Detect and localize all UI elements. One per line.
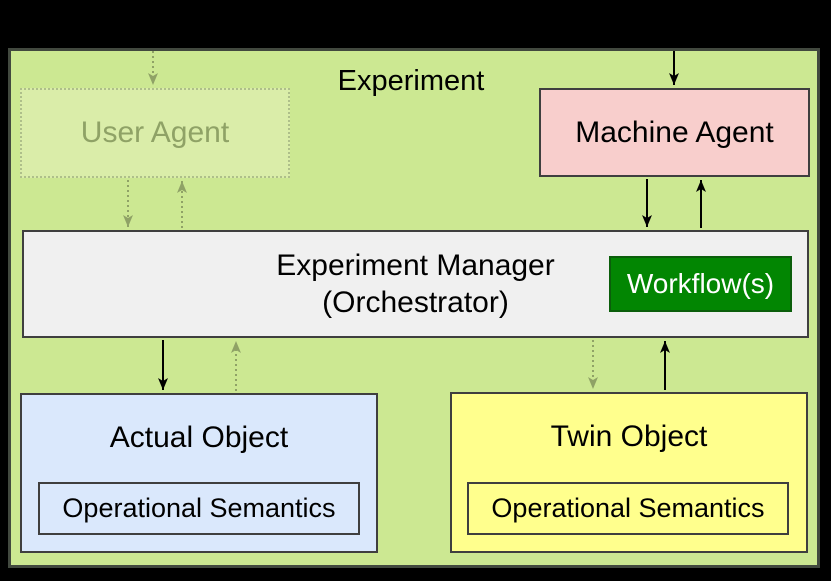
- node-experiment-manager: Experiment Manager (Orchestrator) Workfl…: [22, 230, 809, 338]
- node-twin-object: Twin Object Operational Semantics: [450, 392, 808, 553]
- experiment-manager-label: Experiment Manager (Orchestrator): [276, 247, 554, 321]
- node-user-agent: User Agent: [20, 88, 290, 178]
- experiment-title: Experiment: [337, 65, 485, 97]
- machine-agent-label: Machine Agent: [575, 115, 774, 149]
- experiment-manager-label-line2: (Orchestrator): [322, 286, 509, 319]
- twin-object-label: Twin Object: [550, 420, 708, 453]
- node-actual-operational-semantics: Operational Semantics: [38, 482, 360, 535]
- user-agent-label: User Agent: [80, 116, 230, 149]
- workflow-label: Workflow(s): [626, 268, 775, 299]
- experiment-manager-label-line1: Experiment Manager: [276, 249, 555, 282]
- twin-operational-semantics-label: Operational Semantics: [491, 493, 765, 523]
- actual-operational-semantics-label: Operational Semantics: [62, 493, 336, 523]
- node-actual-object: Actual Object Operational Semantics: [20, 393, 378, 553]
- actual-object-label: Actual Object: [109, 421, 289, 454]
- node-workflow: Workflow(s): [609, 256, 792, 312]
- node-machine-agent: Machine Agent: [539, 88, 810, 177]
- node-twin-operational-semantics: Operational Semantics: [467, 482, 789, 535]
